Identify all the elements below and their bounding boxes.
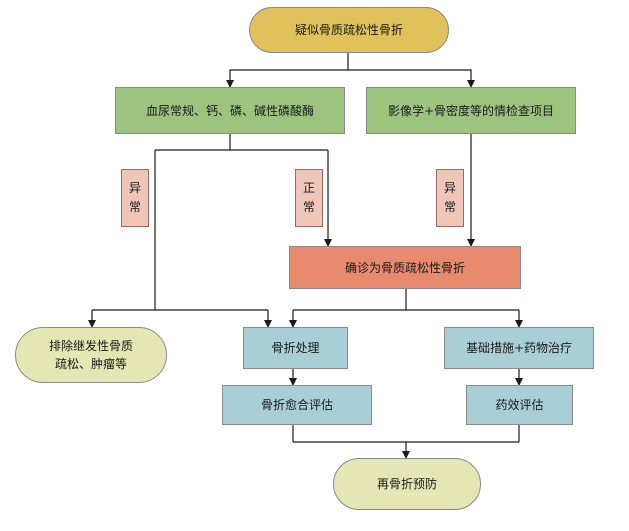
connector-split-to-lab [226,69,348,88]
node-fracture-treatment: 骨折处理 [243,327,348,369]
node-basic-measures-label: 基础措施+药物治疗 [465,341,573,355]
edge-label-normal: 正 常 [295,169,323,227]
node-prevent-label: 再骨折预防 [376,477,437,491]
edge-label-abnormal-right: 异 常 [436,169,464,227]
node-healing-eval-label: 骨折愈合评估 [260,398,333,412]
node-diagnosis: 确诊为骨质疏松性骨折 [289,246,521,289]
connector-split-to-imaging [348,69,475,88]
node-lab-test-label: 血尿常规、钙、磷、碱性磷酸酶 [145,103,314,118]
node-exclude-label: 排除继发性骨质 疏松、肿瘤等 [48,339,133,371]
node-start: 疑似骨质疏松性骨折 [249,7,449,53]
node-prevent: 再骨折预防 [333,458,481,510]
node-imaging-label: 影像学+骨密度等的情检查项目 [387,103,555,118]
node-start-label: 疑似骨质疏松性骨折 [294,23,403,37]
node-lab-test: 血尿常规、钙、磷、碱性磷酸酶 [115,87,345,134]
node-drug-eval-label: 药效评估 [495,398,544,412]
node-imaging: 影像学+骨密度等的情检查项目 [366,87,576,134]
node-exclude: 排除继发性骨质 疏松、肿瘤等 [15,327,167,383]
node-drug-eval: 药效评估 [466,385,573,425]
node-basic-measures: 基础措施+药物治疗 [444,327,594,369]
node-diagnosis-label: 确诊为骨质疏松性骨折 [344,260,465,275]
edge-label-abnormal-left: 异 常 [121,169,149,227]
node-healing-eval: 骨折愈合评估 [222,385,372,425]
node-fracture-treatment-label: 骨折处理 [271,341,320,355]
